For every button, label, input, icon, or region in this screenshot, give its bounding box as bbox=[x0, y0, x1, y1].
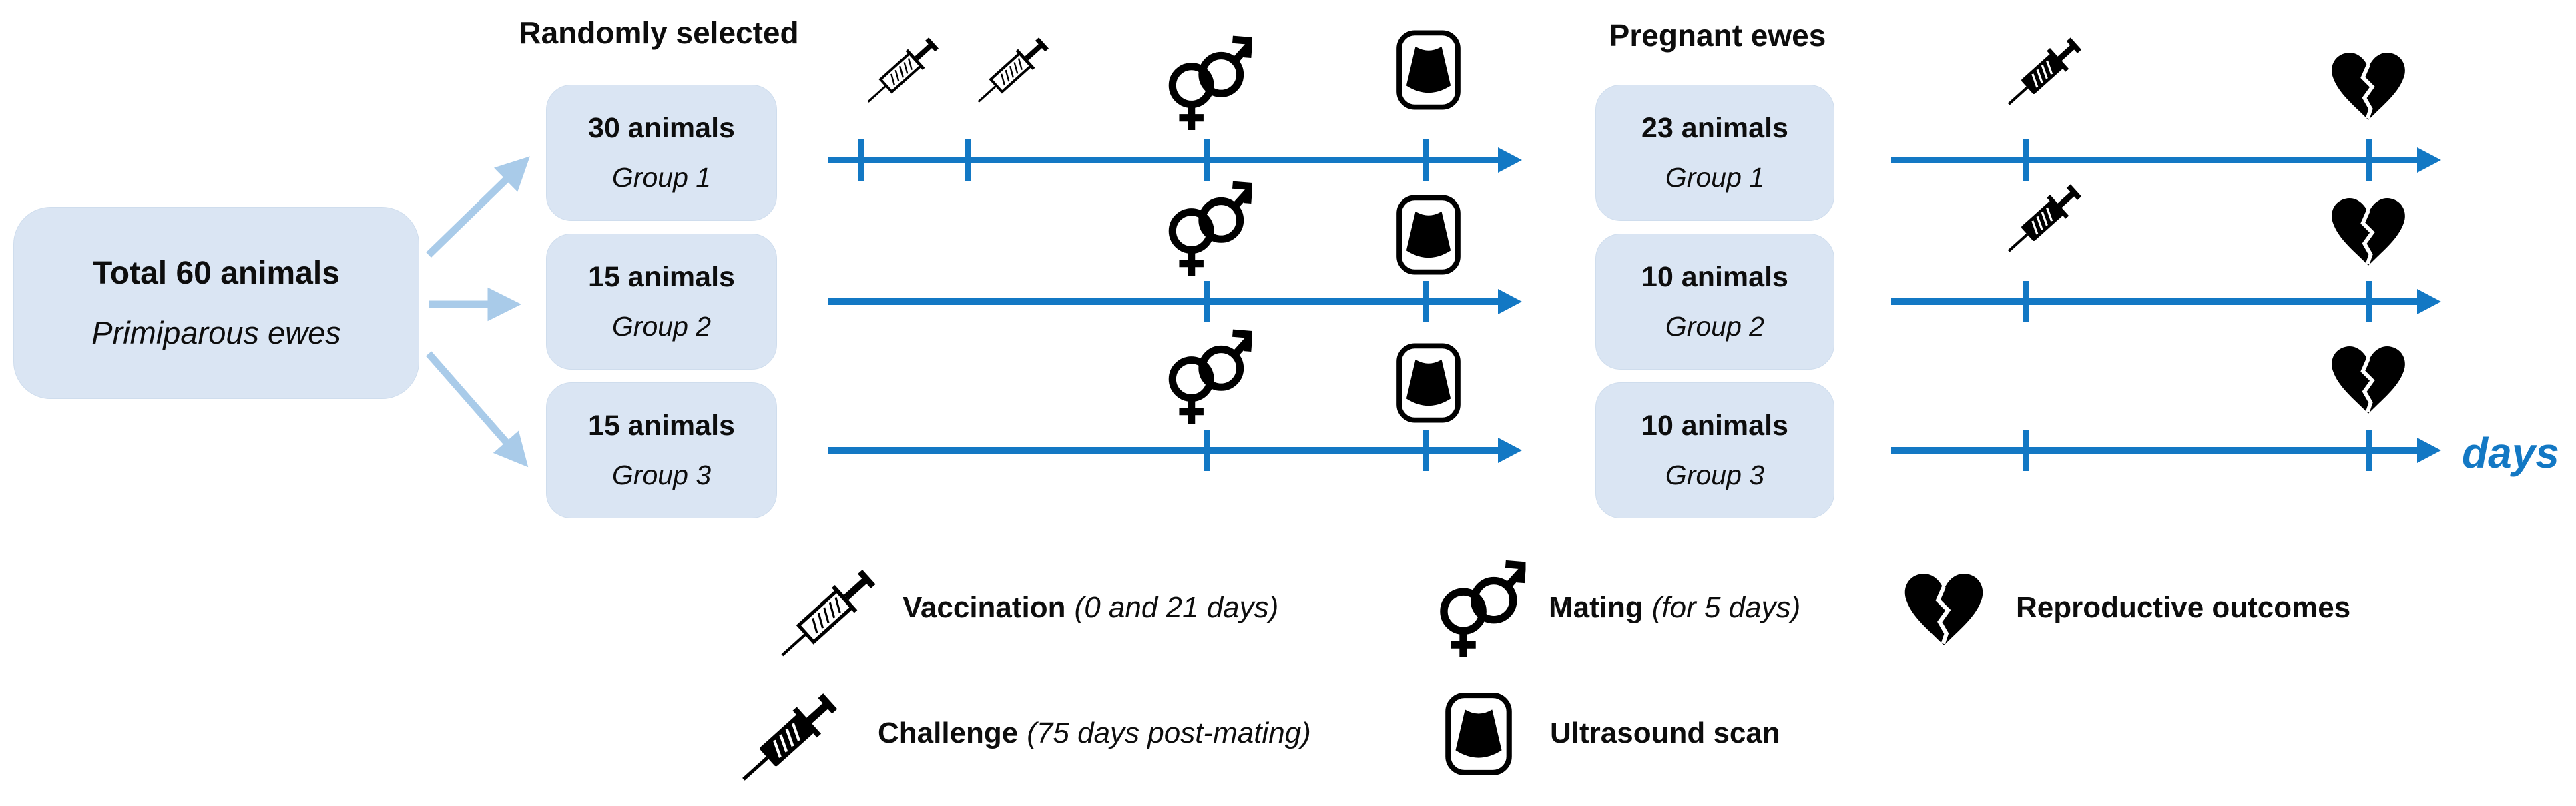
timeline-arrowhead-icon bbox=[2417, 438, 2441, 463]
timeline-arrowhead-icon bbox=[2417, 147, 2441, 173]
tick-mating bbox=[1204, 281, 1210, 322]
legend-reproductive-outcomes: Reproductive outcomes bbox=[2016, 591, 2359, 625]
group3-selected-count: 15 animals bbox=[588, 410, 735, 442]
legend-vaccination-detail: (0 and 21 days) bbox=[1074, 591, 1279, 624]
timeline-arrowhead-icon bbox=[1498, 438, 1522, 463]
tick-outcomes bbox=[2366, 430, 2372, 471]
timeline-group3-pregnancy bbox=[1891, 430, 2441, 471]
branch-arrow-up bbox=[426, 156, 530, 258]
timeline-arrowhead-icon bbox=[1498, 289, 1522, 314]
legend-mating: Mating(for 5 days) bbox=[1549, 591, 1800, 625]
total-animals-title: Total 60 animals bbox=[93, 256, 340, 291]
tick-ultrasound bbox=[1423, 281, 1429, 322]
syringe-outline-icon bbox=[763, 547, 892, 670]
ultrasound-icon bbox=[1396, 343, 1461, 424]
total-animals-box: Total 60 animals Primiparous ewes bbox=[13, 207, 419, 399]
challenge-syringe-icon bbox=[1994, 167, 2094, 262]
group2-pregnant-count: 10 animals bbox=[1641, 261, 1788, 293]
randomly-selected-header: Randomly selected bbox=[519, 15, 799, 50]
timeline-group3-pre bbox=[828, 430, 1522, 471]
tick-mating bbox=[1204, 430, 1210, 471]
ultrasound-icon bbox=[1445, 692, 1513, 776]
timeline-arrowhead-icon bbox=[1498, 147, 1522, 173]
timeline-line bbox=[1891, 447, 2422, 454]
legend-vaccination-term: Vaccination bbox=[903, 591, 1066, 624]
syringe-solid-icon bbox=[724, 671, 853, 794]
group2-selected-name: Group 2 bbox=[611, 311, 712, 342]
timeline-line bbox=[828, 157, 1503, 163]
legend-ultrasound-scan: Ultrasound scan bbox=[1550, 717, 1789, 750]
tick-challenge bbox=[2023, 139, 2029, 181]
group1-pregnant-name: Group 1 bbox=[1665, 162, 1765, 193]
mating-icon bbox=[1164, 324, 1252, 426]
timeline-line bbox=[828, 298, 1503, 305]
ultrasound-icon bbox=[1396, 195, 1461, 276]
challenge-syringe-icon bbox=[1994, 21, 2094, 115]
tick-outcomes bbox=[2366, 281, 2372, 322]
branch-arrows bbox=[425, 156, 530, 468]
timeline-group1-pre bbox=[828, 139, 1522, 181]
group2-pregnant-box: 10 animals Group 2 bbox=[1595, 234, 1834, 370]
mating-icon bbox=[1436, 554, 1526, 660]
group1-selected-count: 30 animals bbox=[588, 112, 735, 144]
timeline-group2-pre bbox=[828, 281, 1522, 322]
legend-vaccination: Vaccination(0 and 21 days) bbox=[903, 591, 1278, 625]
legend-ultrasound-scan-term: Ultrasound scan bbox=[1550, 717, 1780, 749]
group1-pregnant-count: 23 animals bbox=[1641, 112, 1788, 144]
legend-challenge-detail: (75 days post-mating) bbox=[1027, 717, 1311, 749]
group3-pregnant-count: 10 animals bbox=[1641, 410, 1788, 442]
tick-challenge bbox=[2023, 281, 2029, 322]
broken-heart-icon bbox=[1902, 568, 1986, 649]
ultrasound-icon bbox=[1396, 30, 1461, 111]
broken-heart-icon bbox=[2329, 193, 2408, 269]
tick-vaccination-day21 bbox=[965, 139, 971, 181]
mating-icon bbox=[1164, 30, 1252, 133]
group2-selected-box: 15 animals Group 2 bbox=[546, 234, 777, 370]
tick-ultrasound bbox=[1423, 430, 1429, 471]
tick-mating bbox=[1204, 139, 1210, 181]
group3-selected-box: 15 animals Group 3 bbox=[546, 382, 777, 518]
group3-selected-name: Group 3 bbox=[611, 460, 712, 490]
broken-heart-icon bbox=[2329, 48, 2408, 123]
branch-arrow-down bbox=[425, 351, 529, 468]
vaccination-syringe-icon bbox=[964, 21, 1061, 113]
mating-icon bbox=[1164, 175, 1252, 278]
group1-pregnant-box: 23 animals Group 1 bbox=[1595, 85, 1834, 221]
timeline-group2-pregnancy bbox=[1891, 281, 2441, 322]
tick-outcomes bbox=[2366, 139, 2372, 181]
group3-pregnant-name: Group 3 bbox=[1665, 460, 1765, 490]
pregnant-ewes-header: Pregnant ewes bbox=[1609, 18, 1826, 53]
group2-pregnant-name: Group 2 bbox=[1665, 311, 1765, 342]
timeline-line bbox=[828, 447, 1503, 454]
tick-ultrasound bbox=[1423, 139, 1429, 181]
group1-selected-name: Group 1 bbox=[611, 162, 712, 193]
timeline-line bbox=[1891, 298, 2422, 305]
legend-challenge: Challenge(75 days post-mating) bbox=[878, 717, 1311, 750]
group2-selected-count: 15 animals bbox=[588, 261, 735, 293]
legend-mating-term: Mating bbox=[1549, 591, 1643, 624]
group3-pregnant-box: 10 animals Group 3 bbox=[1595, 382, 1834, 518]
vaccination-syringe-icon bbox=[854, 21, 951, 113]
tick-challenge bbox=[2023, 430, 2029, 471]
legend-mating-detail: (for 5 days) bbox=[1651, 591, 1801, 624]
group1-selected-box: 30 animals Group 1 bbox=[546, 85, 777, 221]
total-animals-subtitle: Primiparous ewes bbox=[91, 315, 341, 350]
legend-challenge-term: Challenge bbox=[878, 717, 1019, 749]
broken-heart-icon bbox=[2329, 342, 2408, 417]
tick-vaccination-day0 bbox=[858, 139, 864, 181]
timeline-arrowhead-icon bbox=[2417, 289, 2441, 314]
legend-reproductive-outcomes-term: Reproductive outcomes bbox=[2016, 591, 2351, 624]
timeline-line bbox=[1891, 157, 2422, 163]
days-axis-label: days bbox=[2462, 429, 2559, 477]
timeline-group1-pregnancy bbox=[1891, 139, 2441, 181]
